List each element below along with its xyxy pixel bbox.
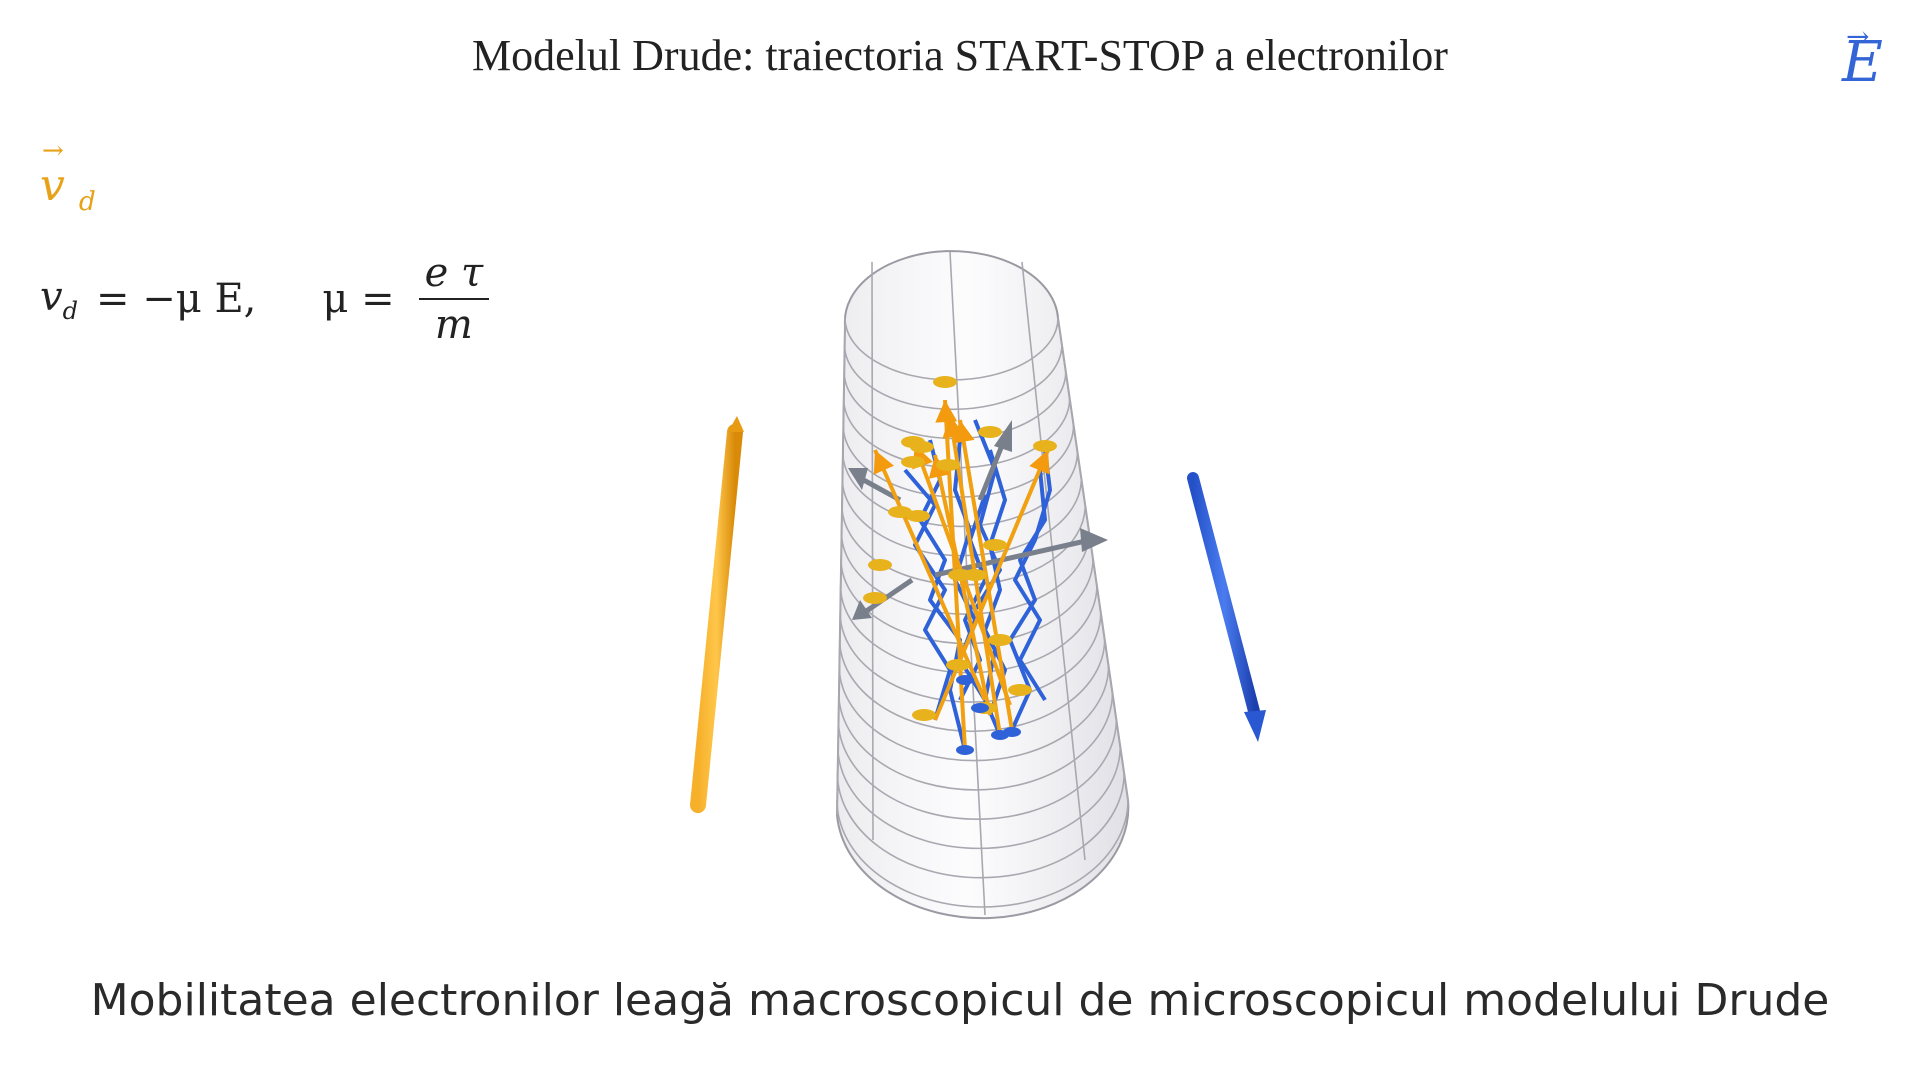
cylinder-line: [1057, 317, 1129, 801]
collision-dot: [948, 569, 972, 581]
drift-symbol: v: [40, 160, 65, 211]
collision-dot: [901, 456, 925, 468]
electron-dot: [971, 703, 989, 713]
collision-dot: [983, 539, 1007, 551]
cylinder-line: [1021, 261, 1086, 861]
collision-dot: [978, 426, 1002, 438]
collision-dot: [936, 459, 960, 471]
mobility-formula: vd = −μ E, μ = e τ m: [40, 250, 490, 348]
collision-dot: [1008, 684, 1032, 696]
cylinder-ring: [837, 719, 1118, 820]
cylinder-ring: [836, 773, 1125, 879]
cylinder-ring: [841, 451, 1079, 527]
collision-dot: [906, 510, 930, 522]
electric-field-arrow: [1187, 472, 1266, 742]
caption: Mobilitatea electronilor leagă macroscop…: [90, 975, 1830, 1026]
gray-arrow: [852, 577, 914, 620]
formula-fraction: e τ m: [418, 250, 490, 348]
collision-dot: [1033, 440, 1057, 452]
cylinder-ring: [843, 344, 1063, 411]
drift-velocity-arrow: [690, 416, 744, 813]
cylinder-ring: [838, 639, 1106, 733]
electron-path: [983, 449, 1007, 716]
collision-dot: [910, 441, 934, 453]
field-vector-label: E →: [1842, 20, 1883, 95]
collision-dot: [988, 634, 1012, 646]
formula-rhs: = −μ E,: [95, 276, 257, 322]
drift-segment-arrow: [873, 449, 987, 701]
formula-mu: μ =: [322, 276, 395, 322]
formula-denominator: m: [434, 302, 473, 348]
drift-segment-arrow: [933, 449, 1050, 721]
formula-numerator: e τ: [418, 250, 490, 300]
field-vector-arrow: →: [1846, 20, 1870, 53]
cylinder-ring: [836, 799, 1129, 908]
cylinder-line: [871, 261, 874, 841]
cylinder-ring: [840, 532, 1090, 616]
cylinder-ring: [839, 612, 1102, 703]
page-title: Modelul Drude: traiectoria START-STOP a …: [472, 31, 1448, 80]
collision-dot: [946, 659, 970, 671]
formula-lhs-symbol: v: [40, 273, 63, 320]
collision-dot: [888, 506, 912, 518]
field-symbol: E: [1842, 30, 1883, 95]
drift-velocity-label: v → d: [40, 136, 96, 217]
formula-lhs-subscript: d: [62, 296, 78, 325]
cylinder-line: [836, 324, 846, 816]
cylinder-ring: [837, 746, 1122, 849]
collision-dot: [863, 592, 887, 604]
electron-path: [958, 494, 987, 701]
electron-dot: [956, 745, 974, 755]
electron-dot: [1003, 727, 1021, 737]
gray-arrow: [977, 420, 1012, 501]
collision-dot: [868, 559, 892, 571]
collision-dot: [933, 376, 957, 388]
collision-markers: [863, 376, 1057, 755]
cylinder-ring: [837, 692, 1114, 791]
drift-subscript: d: [78, 185, 96, 217]
collision-dot: [912, 709, 936, 721]
electron-dot: [956, 675, 974, 685]
cylinder-ring: [838, 666, 1110, 762]
electron-path: [1013, 449, 1052, 702]
drift-vector-arrow: →: [42, 136, 64, 166]
